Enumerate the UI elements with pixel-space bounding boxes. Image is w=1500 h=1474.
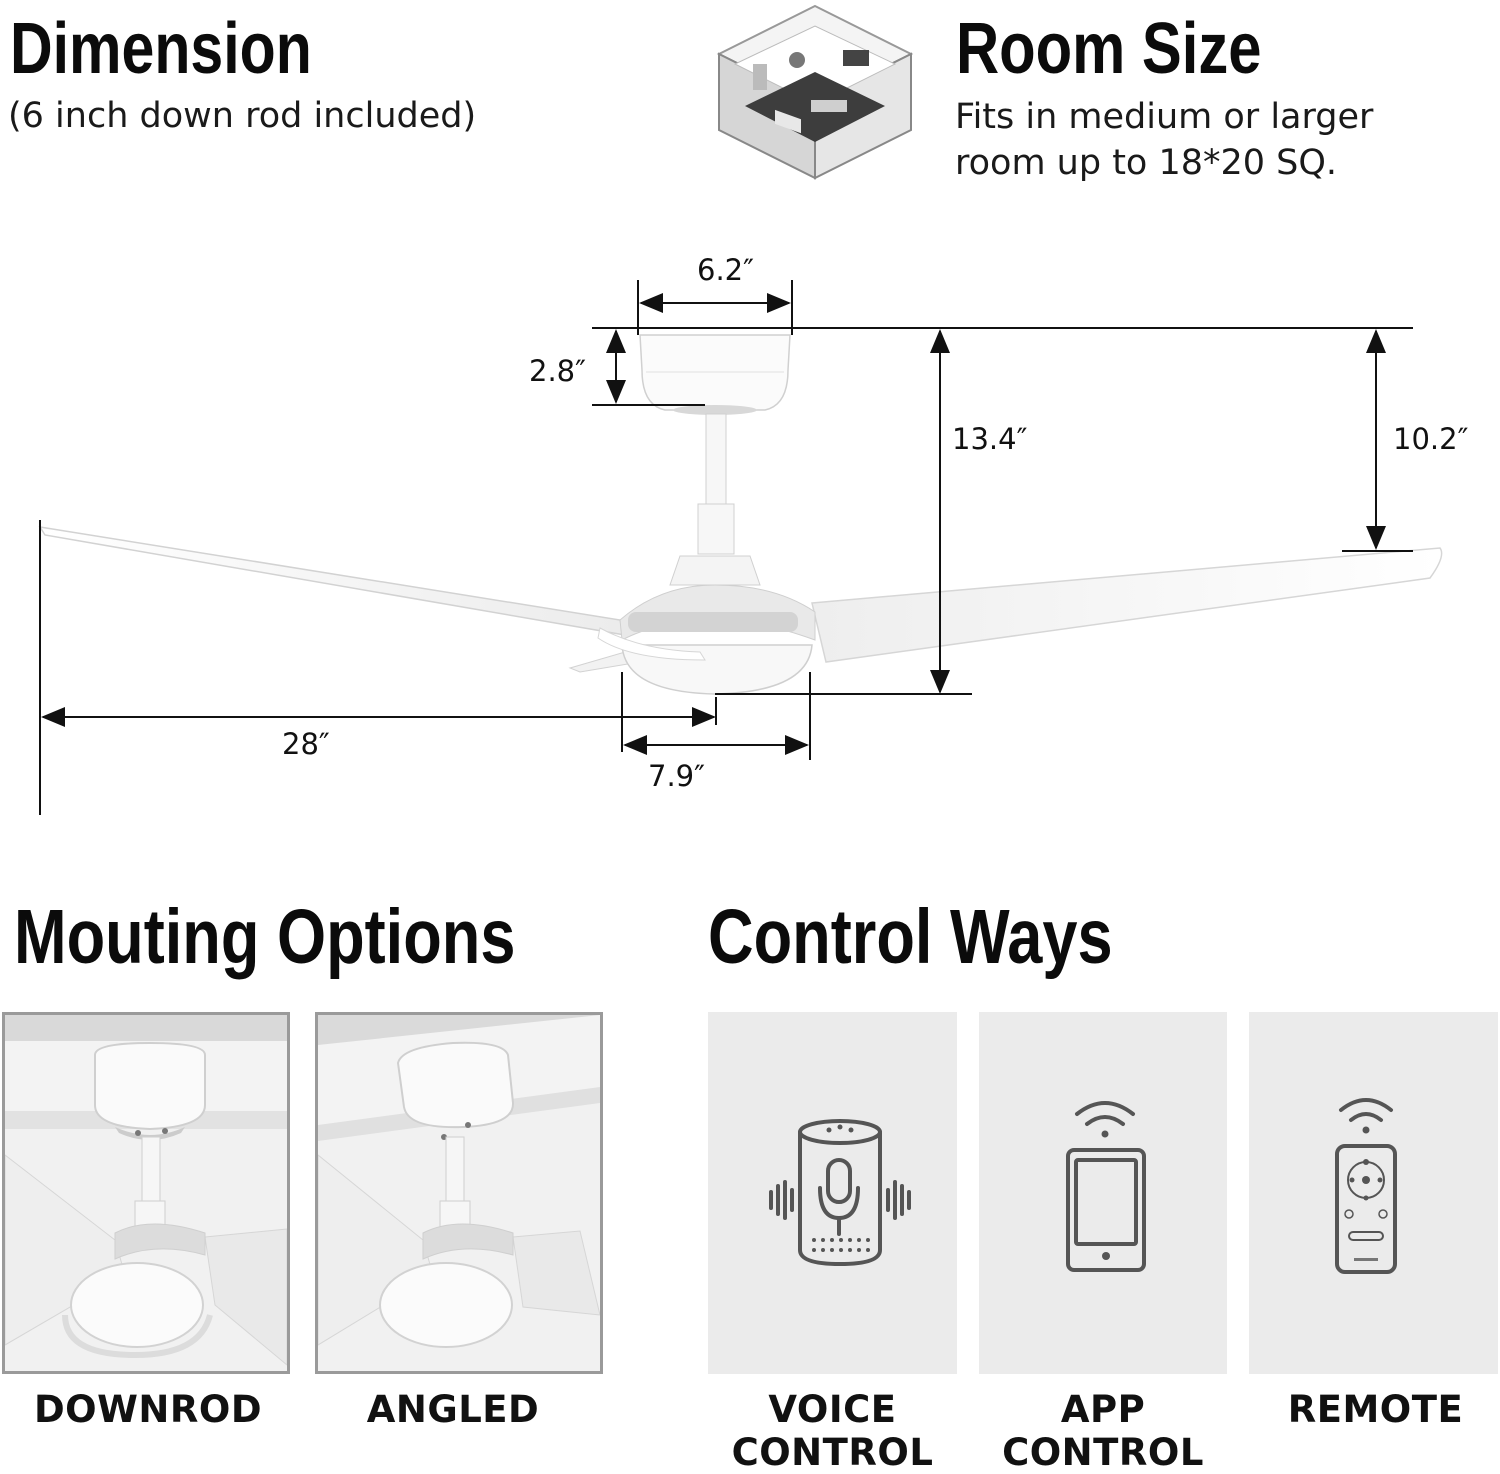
downrod-caption: DOWNROD (33, 1388, 263, 1431)
angled-caption: ANGLED (366, 1388, 540, 1431)
app-control-caption: APP CONTROL (979, 1388, 1227, 1474)
canopy-width-label: 6.2″ (697, 253, 754, 287)
dimension-subtitle: (6 inch down rod included) (8, 96, 477, 136)
dimension-title: Dimension (10, 9, 312, 89)
fan-dimension-diagram (38, 280, 1443, 815)
app-control-caption-line-1: APP (1060, 1388, 1146, 1431)
downrod-fan-icon (5, 1015, 287, 1366)
room-size-line-1: Fits in medium or larger (955, 97, 1374, 137)
voice-control-panel (708, 1012, 957, 1374)
app-control-caption-line-2: CONTROL (1002, 1431, 1204, 1474)
blade-drop-label: 10.2″ (1393, 422, 1469, 456)
smartphone-app-icon (1066, 1101, 1146, 1272)
room-size-title: Room Size (956, 9, 1262, 89)
remote-control-panel (1249, 1012, 1498, 1374)
remote-caption: REMOTE (1251, 1388, 1500, 1431)
voice-control-caption-line-1: VOICE (768, 1388, 897, 1431)
remote-control-icon (1335, 1098, 1397, 1274)
voice-control-caption: VOICE CONTROL (708, 1388, 957, 1474)
canopy-height-label: 2.8″ (529, 354, 586, 388)
app-control-panel (979, 1012, 1227, 1374)
room-illustration-icon (716, 4, 914, 180)
ceiling-fan-illustration (38, 334, 1443, 695)
light-width-label: 7.9″ (648, 759, 705, 793)
downrod-mount-photo (2, 1012, 290, 1374)
angled-fan-icon (318, 1015, 600, 1348)
total-height-label: 13.4″ (952, 422, 1028, 456)
angled-mount-photo (315, 1012, 603, 1374)
control-ways-title: Control Ways (708, 894, 1113, 980)
smart-speaker-icon (769, 1119, 911, 1267)
voice-control-caption-line-2: CONTROL (731, 1431, 934, 1474)
mounting-options-title: Mouting Options (14, 894, 516, 980)
blade-length-label: 28″ (282, 727, 330, 761)
remote-caption-line-1: REMOTE (1287, 1388, 1464, 1431)
room-size-line-2: room up to 18*20 SQ. (955, 143, 1338, 183)
